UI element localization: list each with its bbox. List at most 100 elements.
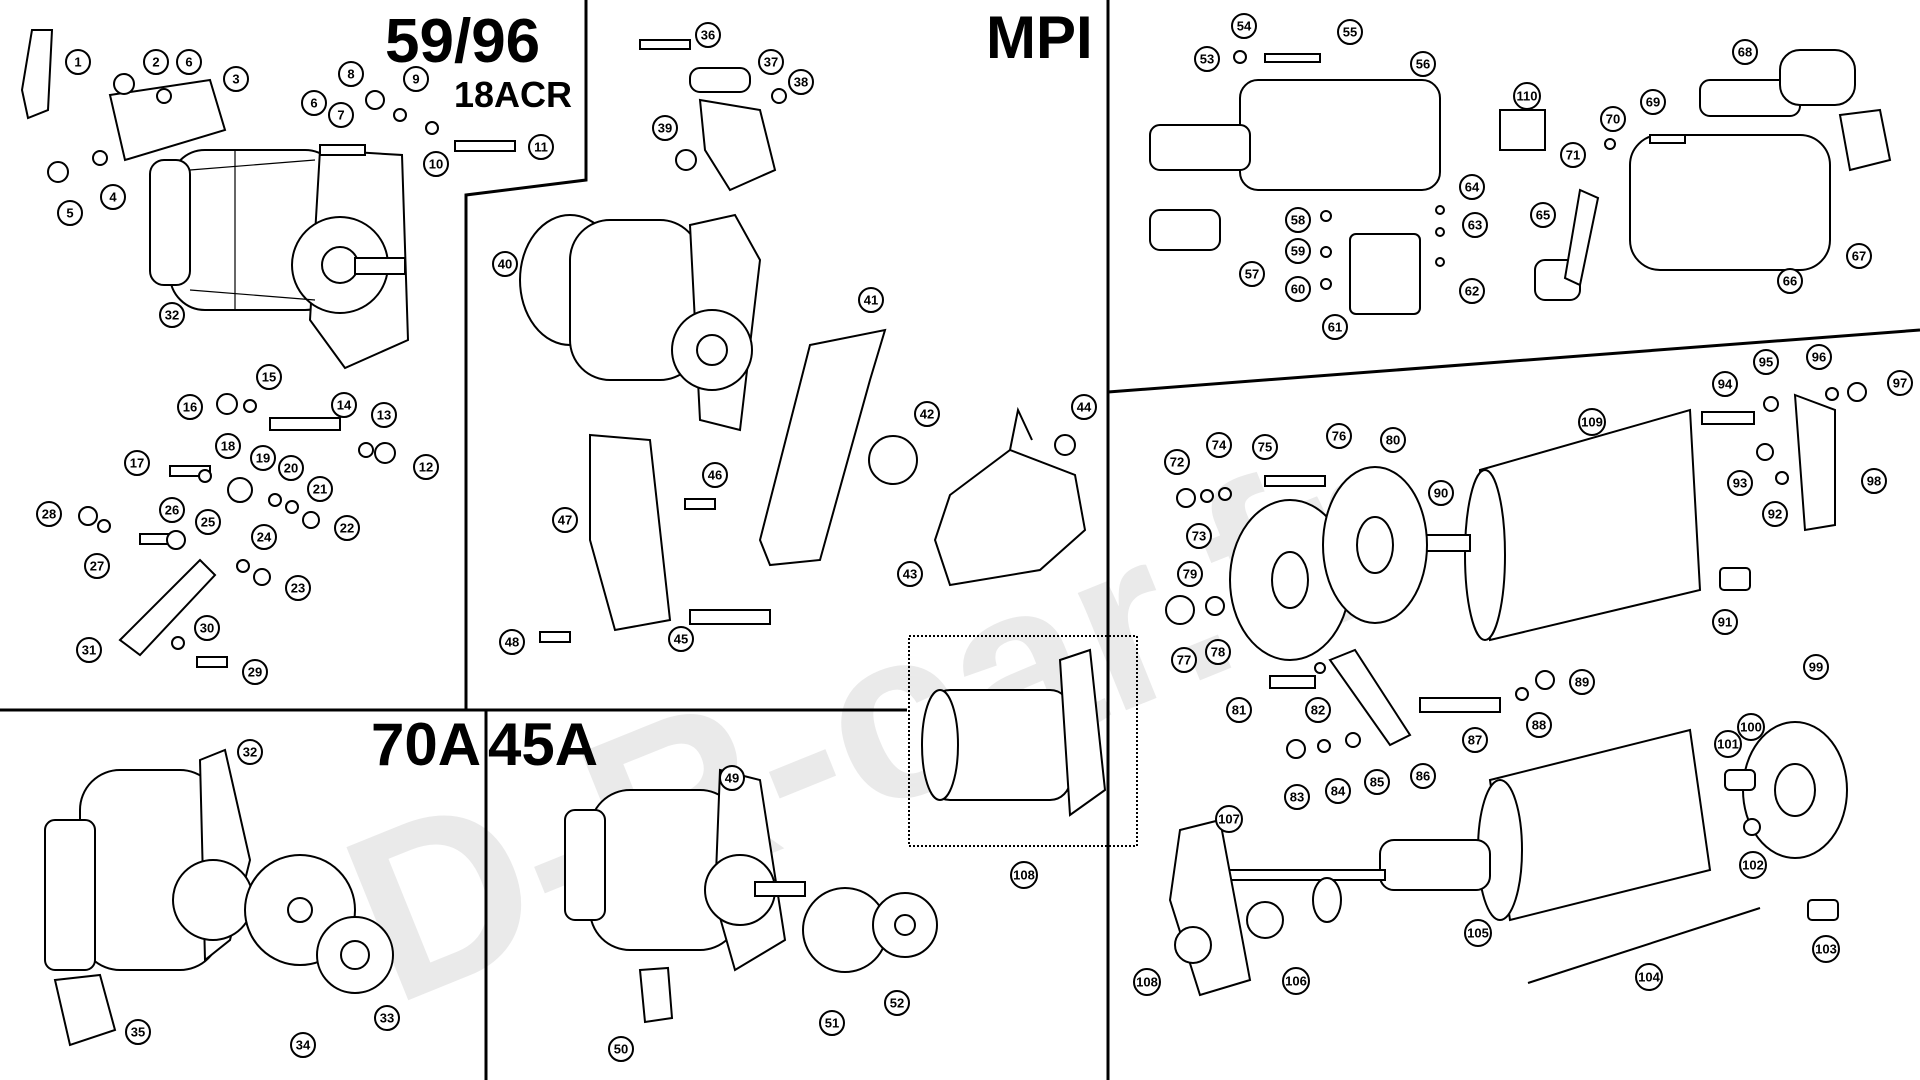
callout-circle	[84, 553, 110, 579]
callout-3: 3	[223, 66, 249, 92]
callout-103: 103	[1812, 935, 1840, 963]
callout-circle	[1337, 19, 1363, 45]
callout-circle	[1739, 851, 1767, 879]
callout-circle	[702, 462, 728, 488]
adjusting-link	[78, 393, 396, 668]
callout-28: 28	[36, 501, 62, 527]
callout-circle	[1325, 778, 1351, 804]
callout-circle	[1285, 238, 1311, 264]
callout-number: 94	[1718, 377, 1733, 392]
callout-12: 12	[413, 454, 439, 480]
starter-motor-upper-left	[1149, 50, 1445, 315]
callout-circle	[1285, 207, 1311, 233]
callout-number: 78	[1211, 645, 1225, 660]
callout-number: 33	[380, 1011, 394, 1026]
callout-circle	[1762, 501, 1788, 527]
callout-circle	[285, 575, 311, 601]
callout-circle	[307, 476, 333, 502]
callout-circle	[76, 637, 102, 663]
callout-circle	[1215, 805, 1243, 833]
callout-84: 84	[1325, 778, 1351, 804]
callout-circle	[552, 507, 578, 533]
callout-circle	[1812, 935, 1840, 963]
callout-number: 51	[825, 1016, 839, 1031]
callout-number: 22	[340, 521, 354, 536]
panel-title-70a: 70A	[371, 711, 481, 778]
callout-circle	[1322, 314, 1348, 340]
callout-39: 39	[652, 115, 678, 141]
divider-59-96-mpi	[464, 0, 588, 710]
callout-53: 53	[1194, 46, 1220, 72]
callout-circle	[195, 509, 221, 535]
callout-number: 81	[1232, 703, 1246, 718]
callout-number: 19	[256, 451, 270, 466]
alternator-59-96	[149, 148, 410, 370]
callout-number: 42	[920, 407, 934, 422]
callout-105: 105	[1464, 919, 1492, 947]
callout-circle	[1526, 712, 1552, 738]
callout-circle	[1560, 142, 1586, 168]
callout-65: 65	[1530, 202, 1556, 228]
callout-60: 60	[1285, 276, 1311, 302]
callout-number: 75	[1258, 440, 1272, 455]
callout-8: 8	[338, 61, 364, 87]
callout-circle	[177, 394, 203, 420]
callout-circle	[1177, 561, 1203, 587]
callout-circle	[124, 450, 150, 476]
callout-number: 85	[1370, 775, 1384, 790]
callout-16: 16	[177, 394, 203, 420]
callout-circle	[1284, 784, 1310, 810]
callout-circle	[1380, 427, 1406, 453]
callout-86: 86	[1410, 763, 1436, 789]
drive-belt	[758, 328, 1076, 567]
callout-number: 17	[130, 456, 144, 471]
alternator-45a	[564, 768, 938, 1024]
callout-number: 48	[505, 635, 519, 650]
callout-circle	[1777, 268, 1803, 294]
callout-33: 33	[374, 1005, 400, 1031]
callout-number: 7	[337, 108, 344, 123]
callout-number: 103	[1815, 942, 1837, 957]
callout-number: 43	[903, 567, 917, 582]
callout-circle	[1712, 371, 1738, 397]
callout-number: 55	[1343, 25, 1357, 40]
callout-circle	[1364, 769, 1390, 795]
callout-number: 26	[165, 503, 179, 518]
callout-circle	[371, 402, 397, 428]
callout-number: 38	[794, 75, 808, 90]
callout-circle	[819, 1010, 845, 1036]
callout-circle	[36, 501, 62, 527]
callout-number: 5	[66, 206, 73, 221]
callout-number: 16	[183, 400, 197, 415]
callout-97: 97	[1887, 370, 1913, 396]
callout-38: 38	[788, 69, 814, 95]
callout-circle	[1071, 394, 1097, 420]
callout-77: 77	[1171, 647, 1197, 673]
callout-circle	[331, 392, 357, 418]
panel-title-45a: 45A	[488, 711, 598, 778]
starter-motor-upper-right	[1499, 49, 1892, 301]
callout-number: 67	[1852, 249, 1866, 264]
callout-number: 69	[1646, 95, 1660, 110]
callout-circle	[1186, 523, 1212, 549]
callout-circle	[1428, 480, 1454, 506]
callout-number: 95	[1759, 355, 1773, 370]
callout-46: 46	[702, 462, 728, 488]
callout-number: 66	[1783, 274, 1797, 289]
callout-number: 25	[201, 515, 215, 530]
callout-61: 61	[1322, 314, 1348, 340]
callout-circle	[1464, 919, 1492, 947]
callout-2: 2	[143, 49, 169, 75]
callout-circle	[403, 66, 429, 92]
callout-number: 84	[1331, 784, 1346, 799]
callout-circle	[143, 49, 169, 75]
callout-number: 74	[1212, 438, 1227, 453]
callout-number: 53	[1200, 52, 1214, 67]
callout-circle	[1737, 713, 1765, 741]
callout-100: 100	[1737, 713, 1765, 741]
callout-19: 19	[250, 445, 276, 471]
callout-17: 17	[124, 450, 150, 476]
callout-number: 82	[1311, 703, 1325, 718]
callout-number: 1	[74, 55, 81, 70]
